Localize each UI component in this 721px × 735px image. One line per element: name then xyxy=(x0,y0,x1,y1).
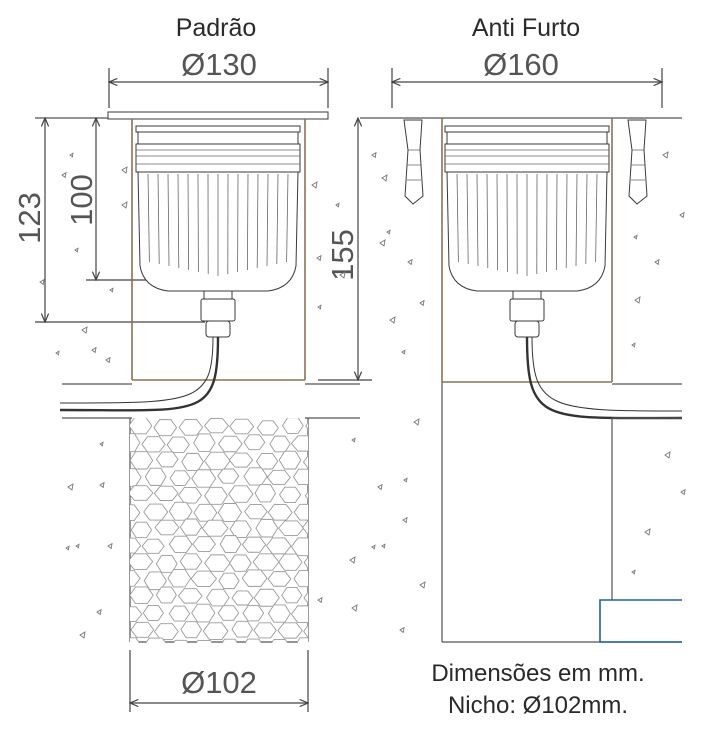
speck-mark xyxy=(91,346,97,354)
speck-mark xyxy=(339,271,346,279)
speck-mark xyxy=(399,626,405,634)
speck-mark xyxy=(311,181,318,189)
gravel-icon xyxy=(130,418,308,643)
speck-mark xyxy=(317,596,323,604)
dimension-antitheft-diameter: Ø160 xyxy=(392,47,662,108)
speck-mark xyxy=(631,569,636,575)
speck-mark xyxy=(680,488,686,496)
speck-mark xyxy=(401,349,406,355)
standard-installation xyxy=(59,111,360,643)
speck-mark xyxy=(81,326,88,334)
speck-mark xyxy=(121,166,128,174)
speck-mark xyxy=(381,174,388,182)
antitheft-diameter-label: Ø160 xyxy=(483,47,559,82)
speck-mark xyxy=(664,451,671,459)
dimension-height-body: 100 xyxy=(64,118,150,280)
dimension-standard-diameter: Ø130 xyxy=(109,47,328,108)
speck-mark xyxy=(402,516,408,524)
speck-mark xyxy=(379,239,386,247)
depth-label: 155 xyxy=(325,229,360,281)
height-body-label: 100 xyxy=(64,174,99,226)
speck-mark xyxy=(39,278,45,286)
speck-mark xyxy=(403,477,408,483)
speck-mark xyxy=(79,631,86,639)
speck-mark xyxy=(74,247,79,253)
speck-mark xyxy=(662,151,669,159)
niche-diameter-label: Ø102 xyxy=(181,665,257,700)
speck-mark xyxy=(99,481,105,489)
speck-mark xyxy=(107,542,113,550)
height-total-label: 123 xyxy=(12,192,47,244)
speck-mark xyxy=(99,441,104,447)
dimension-height-total: 123 xyxy=(12,118,205,322)
speck-mark xyxy=(67,483,74,491)
speck-mark xyxy=(351,437,356,443)
speck-mark xyxy=(69,152,74,158)
speck-mark xyxy=(316,254,322,262)
note-niche: Nicho: Ø102mm. xyxy=(448,692,628,719)
speck-mark xyxy=(377,483,383,491)
speck-mark xyxy=(644,528,651,536)
note-units: Dimensões em mm. xyxy=(431,660,644,687)
speck-mark xyxy=(419,581,426,589)
speck-mark xyxy=(407,258,413,266)
dimension-depth: 155 xyxy=(318,118,372,380)
antitheft-installation xyxy=(403,118,683,643)
dimension-niche-diameter: Ø102 xyxy=(130,650,308,712)
speck-mark xyxy=(654,258,660,266)
speck-mark xyxy=(386,229,391,235)
speck-mark xyxy=(121,201,128,209)
speck-mark xyxy=(96,608,102,616)
speck-mark xyxy=(679,211,685,219)
speck-mark xyxy=(634,296,641,304)
lamp-body-antitheft xyxy=(444,125,610,338)
standard-diameter-label: Ø130 xyxy=(181,47,257,82)
standard-flange xyxy=(107,111,329,120)
speck-mark xyxy=(109,287,114,293)
cable-antitheft xyxy=(525,336,683,420)
speck-mark xyxy=(631,342,636,348)
speck-mark xyxy=(371,151,377,159)
speck-mark xyxy=(105,356,111,364)
speck-mark xyxy=(349,556,356,564)
speck-mark xyxy=(61,171,67,179)
speck-mark xyxy=(419,299,425,307)
wall-plug-icon xyxy=(403,119,648,205)
speck-mark xyxy=(389,316,396,324)
speck-mark xyxy=(55,350,60,356)
cable-standard xyxy=(59,336,220,412)
speck-mark xyxy=(371,544,376,550)
speck-mark xyxy=(633,234,638,240)
speck-mark xyxy=(351,604,358,612)
speck-mark xyxy=(317,304,322,310)
lamp-body-standard xyxy=(135,125,301,338)
speck-mark xyxy=(381,543,386,549)
concrete-specks xyxy=(39,151,686,639)
title-standard: Padrão xyxy=(176,14,257,42)
speck-mark xyxy=(335,202,340,208)
title-antitheft: Anti Furto xyxy=(472,14,580,42)
speck-mark xyxy=(65,545,70,551)
speck-mark xyxy=(75,543,80,549)
speck-mark xyxy=(413,418,420,426)
drain-pipe xyxy=(599,599,682,643)
